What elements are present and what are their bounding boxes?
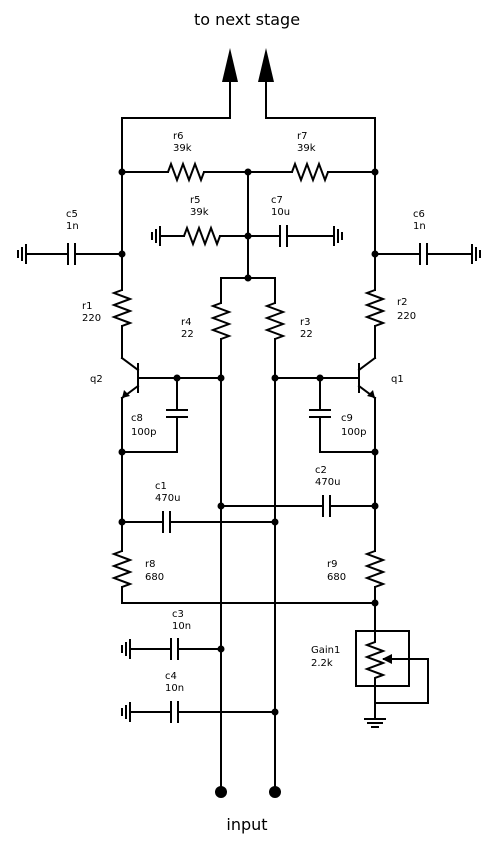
r9-name: r9 [327,559,337,570]
c7-value: 10u [271,207,290,218]
r1-value: 220 [82,313,101,324]
c5-name: c5 [66,209,78,220]
r7-value: 39k [297,143,316,154]
footer-label: input [226,815,267,834]
r8-name: r8 [145,559,155,570]
junctions [118,168,379,716]
c3-name: c3 [172,609,184,620]
ground-c6-icon [471,244,481,264]
c4-value: 10n [165,683,184,694]
potentiometer-gain1-icon [364,634,386,705]
output-arrow-right-icon [258,48,274,82]
r2-value: 220 [397,311,416,322]
resistor-r8 [111,550,133,588]
input-terminal-right[interactable] [269,786,281,798]
r7-name: r7 [297,131,307,142]
ground-c7-icon [333,226,343,246]
r6-name: r6 [173,131,183,142]
c2-value: 470u [315,477,340,488]
c1-name: c1 [155,481,167,492]
r5-value: 39k [190,207,209,218]
ground-c5-icon [17,244,27,264]
resistor-r5 [183,225,221,247]
ground-c4-icon [121,702,131,722]
r4-value: 22 [181,329,194,340]
c3-value: 10n [172,621,191,632]
c5-value: 1n [66,221,79,232]
transistor-q1-icon [357,356,377,400]
gain1-name: Gain1 [311,645,340,656]
resistor-r9 [364,550,386,588]
c1-value: 470u [155,493,180,504]
resistor-r3 [264,302,286,340]
r8-value: 680 [145,572,164,583]
input-terminal-left[interactable] [215,786,227,798]
r4-name: r4 [181,317,191,328]
resistor-r7 [291,161,329,183]
gain1-value: 2.2k [311,658,333,669]
r6-value: 39k [173,143,192,154]
output-arrow-left-icon [222,48,238,82]
resistor-r2 [364,289,386,327]
c9-name: c9 [341,413,353,424]
ground-r5-icon [151,226,161,246]
r9-value: 680 [327,572,346,583]
c7-name: c7 [271,195,283,206]
c8-value: 100p [131,427,156,438]
q1-name: q1 [391,374,404,385]
c4-name: c4 [165,671,177,682]
c6-name: c6 [413,209,425,220]
wiper-arrow-icon [382,654,392,664]
ground-gain1-icon [364,718,386,728]
c9-value: 100p [341,427,366,438]
q2-name: q2 [90,374,103,385]
r2-name: r2 [397,297,407,308]
resistor-r1 [111,289,133,327]
c6-value: 1n [413,221,426,232]
r5-name: r5 [190,195,200,206]
ground-c3-icon [121,639,131,659]
resistor-r6 [167,161,205,183]
output-terminals [222,48,274,119]
c2-name: c2 [315,465,327,476]
r3-name: r3 [300,317,310,328]
r3-value: 22 [300,329,313,340]
header-label: to next stage [194,10,300,29]
r1-name: r1 [82,301,92,312]
transistor-q2-icon [120,356,140,400]
resistor-r4 [210,302,232,340]
c8-name: c8 [131,413,143,424]
